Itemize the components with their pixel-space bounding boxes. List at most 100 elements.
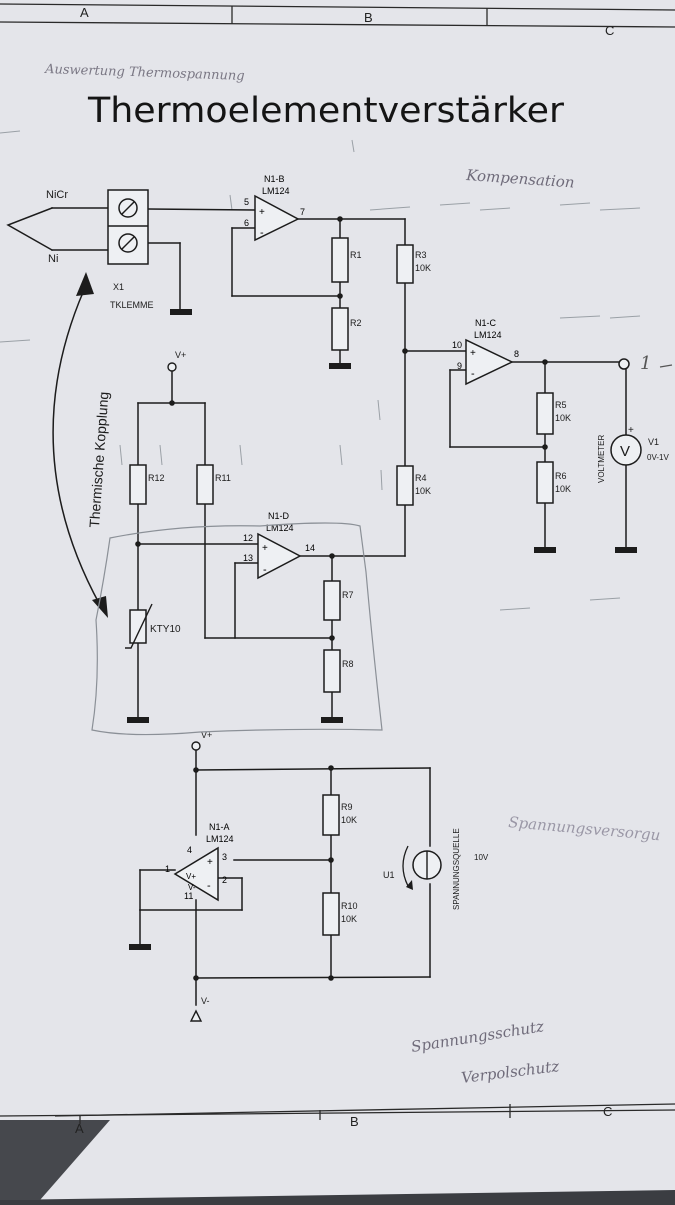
bottom-letter-b: B xyxy=(350,1114,359,1129)
n1d-sign-minus: - xyxy=(263,564,267,576)
resistor-r6 xyxy=(536,461,554,504)
thermocouple-wire2-label: Ni xyxy=(48,253,58,265)
top-letter-c: C xyxy=(605,23,614,38)
n1a-pin-minus: 2 xyxy=(222,875,227,885)
thermocouple-wire1-label: NiCr xyxy=(46,189,68,201)
n1d-pin-plus: 12 xyxy=(243,533,253,543)
opamp-n1c: + - 10 9 8 N1-C LM124 xyxy=(452,318,519,386)
n1b-sign-plus: + xyxy=(259,207,265,218)
resistor-r4 xyxy=(396,465,414,506)
n1c-pin-minus: 9 xyxy=(457,361,462,371)
border-grid-letters: A B C A B C xyxy=(75,5,614,1136)
r10-ref: R10 xyxy=(341,901,358,911)
source-ref: U1 xyxy=(383,870,395,880)
n1b-pin-out: 7 xyxy=(300,207,305,217)
source-value: 10V xyxy=(474,853,489,862)
n1c-ref: N1-C xyxy=(475,318,497,328)
n1d-pin-minus: 13 xyxy=(243,553,253,563)
r7-ref: R7 xyxy=(342,590,354,600)
ground-symbol xyxy=(321,717,343,723)
resistor-r3 xyxy=(396,244,414,284)
n1a-label-vplus: V+ xyxy=(186,872,196,881)
n1b-part: LM124 xyxy=(262,186,290,196)
n1d-ref: N1-D xyxy=(268,511,290,521)
bottom-letter-a: A xyxy=(75,1121,84,1136)
vplus-top-terminal: V+ xyxy=(167,350,186,372)
n1c-pin-out: 8 xyxy=(514,349,519,359)
n1c-sign-plus: + xyxy=(470,348,476,359)
resistor-r11 xyxy=(196,464,214,505)
source-label: SPANNUNGSQUELLE xyxy=(452,828,461,910)
supply-terminals: V+ V- xyxy=(189,730,212,1022)
voltmeter-range: 0V-1V xyxy=(647,453,669,462)
opamp-n1a: + - V+ V- 3 2 1 4 11 N1-A LM124 xyxy=(165,822,234,902)
vminus-supply-label: V- xyxy=(201,996,210,1006)
r1-ref: R1 xyxy=(350,250,362,260)
top-letter-b: B xyxy=(364,10,373,25)
voltage-source-u1: U1 10V SPANNUNGSQUELLE xyxy=(383,828,489,910)
voltmeter-sign: + xyxy=(628,425,634,436)
resistor-r9 xyxy=(322,794,340,836)
r8-ref: R8 xyxy=(342,659,354,669)
r9-value: 10K xyxy=(341,815,357,825)
terminal-ref: X1 xyxy=(113,282,124,292)
r4-ref: R4 xyxy=(415,473,427,483)
vplus-top-label: V+ xyxy=(175,350,186,360)
ground-symbol xyxy=(615,547,637,553)
resistor-labels: R1 R2 R3 10K R4 10K R5 10K R6 10K R12 R1… xyxy=(148,250,571,924)
ground-symbol xyxy=(534,547,556,553)
resistor-r1 xyxy=(331,237,349,283)
resistor-r8 xyxy=(323,649,341,693)
voltmeter-v1: V + V1 0V-1V VOLTMETER xyxy=(597,358,673,483)
r10-value: 10K xyxy=(341,914,357,924)
bottom-letter-c: C xyxy=(603,1104,612,1119)
vplus-supply-label: V+ xyxy=(201,730,212,740)
r6-ref: R6 xyxy=(555,471,567,481)
resistor-r5 xyxy=(536,392,554,435)
ground-symbol xyxy=(127,717,149,723)
voltmeter-label: VOLTMETER xyxy=(597,434,606,483)
n1b-pin-minus: 6 xyxy=(244,218,249,228)
n1a-part: LM124 xyxy=(206,834,234,844)
n1b-ref: N1-B xyxy=(264,174,285,184)
n1a-label-vminus: V- xyxy=(188,883,196,892)
resistor-r7 xyxy=(323,580,341,621)
n1d-part: LM124 xyxy=(266,523,294,533)
n1a-pin-plus: 3 xyxy=(222,852,227,862)
n1c-sign-minus: - xyxy=(471,368,475,380)
sensor-kty10: KTY10 xyxy=(125,603,181,649)
r3-value: 10K xyxy=(415,263,431,273)
n1c-part: LM124 xyxy=(474,330,502,340)
ground-symbol xyxy=(329,363,351,369)
r5-ref: R5 xyxy=(555,400,567,410)
paper-shadow xyxy=(0,1120,110,1200)
n1c-pin-plus: 10 xyxy=(452,340,462,350)
ground-symbols xyxy=(127,309,637,950)
resistor-bodies xyxy=(129,237,554,936)
r4-value: 10K xyxy=(415,486,431,496)
pencil-enclosure xyxy=(91,522,383,736)
r2-ref: R2 xyxy=(350,318,362,328)
n1d-sign-plus: + xyxy=(262,543,268,554)
n1a-pin-vplus: 4 xyxy=(187,845,192,855)
drawing-border xyxy=(0,3,675,1124)
voltmeter-ref: V1 xyxy=(648,437,659,447)
terminal-name: TKLEMME xyxy=(110,300,154,310)
opamp-n1b: + - 5 6 7 N1-B LM124 xyxy=(244,174,305,242)
r11-ref: R11 xyxy=(215,473,231,483)
resistor-r10 xyxy=(322,892,340,936)
top-letter-a: A xyxy=(80,5,89,20)
r3-ref: R3 xyxy=(415,250,427,260)
output-terminal xyxy=(618,358,630,370)
r9-ref: R9 xyxy=(341,802,353,812)
terminal-x1 xyxy=(107,189,149,265)
handwritten-output-mark: 1 xyxy=(640,353,651,374)
top-handwritten-note: Auswertung Thermospannung xyxy=(44,62,245,84)
resistor-r2 xyxy=(331,307,349,351)
opamp-n1d: + - 12 13 14 N1-D LM124 xyxy=(243,511,315,580)
ground-symbol xyxy=(170,309,192,315)
page-title: Thermoelementverstärker xyxy=(87,91,565,131)
n1a-pin-out: 1 xyxy=(165,864,170,874)
pencil-marks xyxy=(0,130,641,611)
